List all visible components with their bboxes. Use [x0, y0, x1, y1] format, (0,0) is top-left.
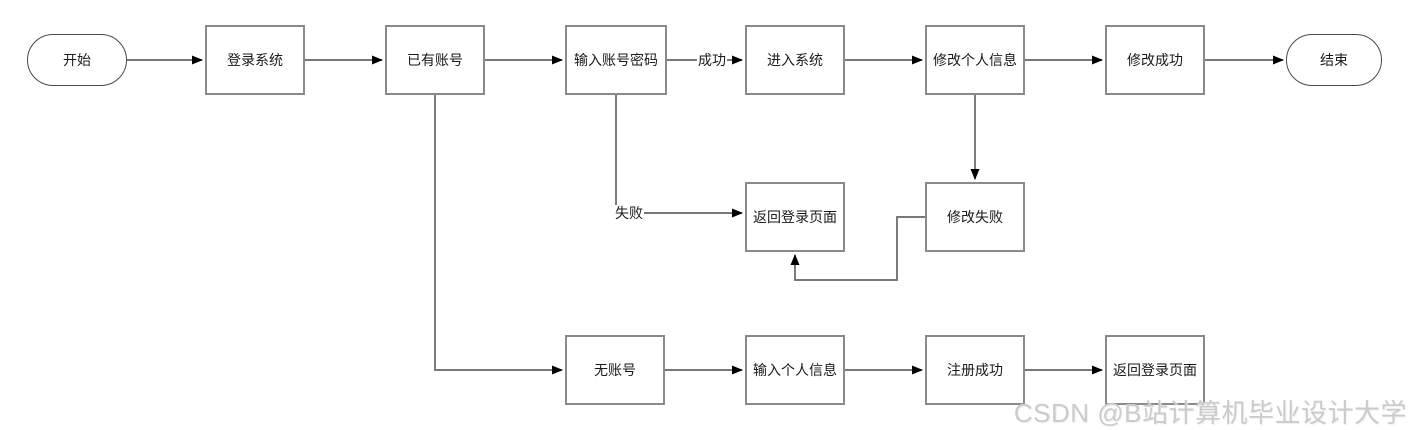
node-enter-system: 进入系统	[745, 25, 845, 95]
node-login-system: 登录系统	[205, 25, 305, 95]
node-modify-personal-info: 修改个人信息	[925, 25, 1025, 95]
node-return-login-page: 返回登录页面	[745, 182, 845, 252]
node-enter-credentials: 输入账号密码	[565, 25, 667, 95]
node-return-login-page-2: 返回登录页面	[1105, 335, 1205, 405]
node-start: 开始	[27, 34, 127, 86]
edge-label-success: 成功	[697, 52, 727, 68]
node-has-account: 已有账号	[385, 25, 485, 95]
node-no-account: 无账号	[565, 335, 665, 405]
node-modify-fail: 修改失败	[925, 182, 1025, 252]
node-modify-success: 修改成功	[1105, 25, 1205, 95]
node-end: 结束	[1286, 34, 1382, 86]
node-register-success: 注册成功	[925, 335, 1025, 405]
edge-label-fail: 失败	[614, 205, 644, 221]
node-enter-personal-info: 输入个人信息	[745, 335, 845, 405]
csdn-watermark: CSDN @B站计算机毕业设计大学	[1013, 398, 1407, 428]
